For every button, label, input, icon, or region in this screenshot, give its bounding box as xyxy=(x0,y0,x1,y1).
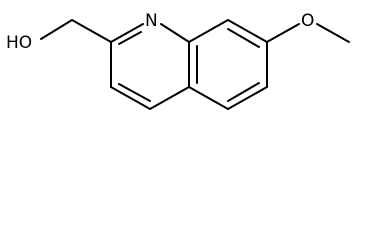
bond-c2-n1-inner xyxy=(118,31,142,45)
bond-c6-c5-inner xyxy=(227,82,260,102)
ring-nitrogen-label: N xyxy=(145,11,158,31)
quinoline-methanol-structure: HO N O xyxy=(6,11,350,110)
bond-n1-c8a xyxy=(160,23,190,43)
bond-c8a-c8 xyxy=(188,19,229,43)
bond-c8-c7-inner xyxy=(227,28,260,48)
molecule-atom-labels: HO N O xyxy=(6,11,314,53)
bond-c3-c4 xyxy=(110,86,151,110)
hydroxyl-label: HO xyxy=(6,33,32,53)
bond-ho-ch2 xyxy=(40,19,73,40)
methoxy-oxygen-label: O xyxy=(301,11,314,31)
molecule-bonds xyxy=(40,19,350,110)
bond-c3-c4-inner xyxy=(118,83,151,102)
bond-ch2-c2 xyxy=(71,19,112,43)
bond-c7-o xyxy=(266,23,300,43)
bond-c5-c4a xyxy=(188,86,229,110)
bond-c8-c7 xyxy=(227,19,268,43)
bond-c4-c4a xyxy=(149,86,190,110)
bond-o-ch3 xyxy=(316,23,350,43)
bond-c2-n1 xyxy=(110,23,144,43)
bond-c6-c5 xyxy=(227,86,268,110)
